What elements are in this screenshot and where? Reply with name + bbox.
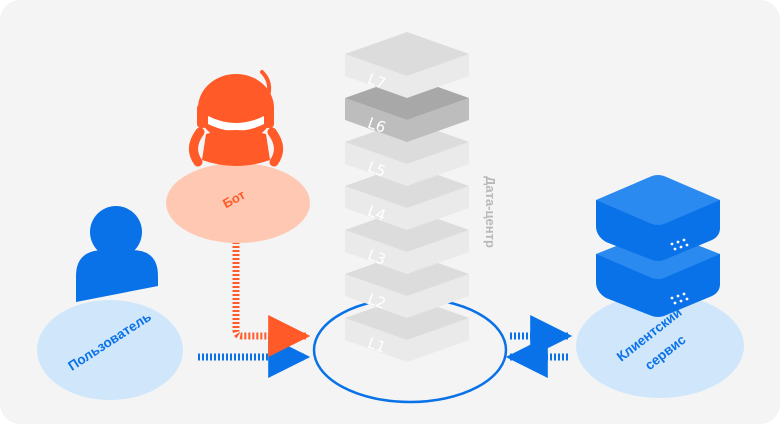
layer-label: L1 bbox=[365, 334, 388, 357]
layer-label: L5 bbox=[365, 158, 388, 181]
user-icon bbox=[76, 206, 158, 302]
layer-label: L7 bbox=[365, 70, 388, 93]
client-node-disc bbox=[576, 294, 744, 398]
datacenter-node: L1 L2 L3 L4 L5 L6 L7 Дата-центр bbox=[312, 32, 508, 404]
layer-label: L6 bbox=[365, 114, 388, 137]
user-node: Пользователь bbox=[37, 206, 183, 400]
layer-stack: L1 L2 L3 L4 L5 L6 L7 bbox=[345, 32, 469, 362]
server-icon bbox=[596, 175, 720, 317]
bot-to-datacenter-arrow bbox=[232, 242, 311, 357]
robot-icon bbox=[189, 70, 283, 167]
layer-l7: L7 bbox=[345, 32, 469, 98]
bot-node-disc bbox=[166, 163, 310, 243]
layer-label: L2 bbox=[365, 290, 388, 313]
bot-node: Бот bbox=[166, 70, 310, 243]
datacenter-label: Дата-центр bbox=[483, 176, 498, 248]
layer-label: L4 bbox=[365, 202, 388, 225]
user-node-disc bbox=[37, 300, 183, 400]
client-service-node: Клиентский сервис bbox=[576, 175, 744, 398]
layer-label: L3 bbox=[365, 246, 388, 269]
layer-top bbox=[345, 32, 469, 76]
